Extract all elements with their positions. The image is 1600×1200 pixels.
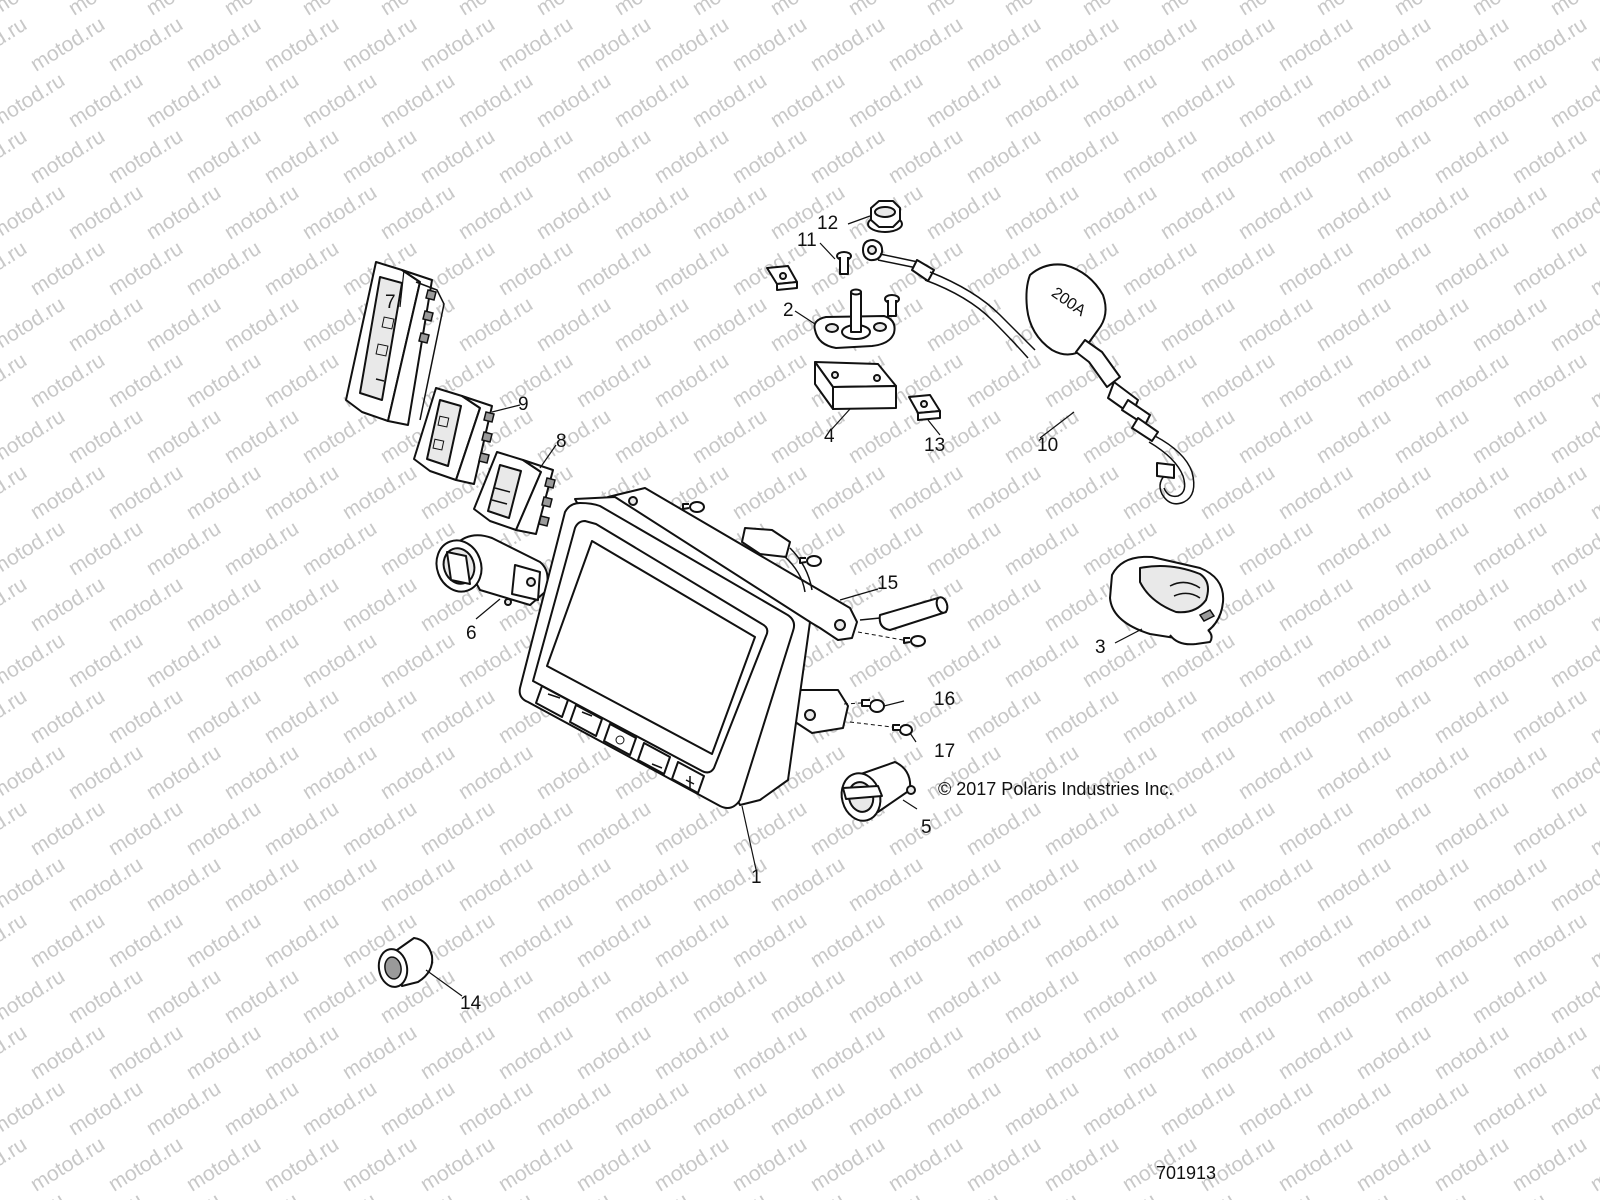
part-13-clip-nut[interactable] <box>908 394 941 421</box>
callout-17[interactable]: 17 <box>934 741 956 762</box>
copyright-notice: © 2017 Polaris Industries Inc. <box>938 779 1174 799</box>
callout-13[interactable]: 13 <box>924 435 946 456</box>
part-15-sensor[interactable] <box>859 596 949 631</box>
callout-7[interactable]: 7 <box>385 292 396 313</box>
part-11-screw[interactable] <box>836 251 852 275</box>
diagram-id: 701913 <box>1156 1163 1217 1183</box>
part-11-screw[interactable] <box>884 294 900 317</box>
part-10-fused-cable[interactable]: 200A <box>862 239 1195 505</box>
part-6-key-switch[interactable] <box>429 534 549 606</box>
part-14-plug[interactable] <box>376 937 434 989</box>
part-16-screw[interactable] <box>843 699 885 713</box>
callout-12[interactable]: 12 <box>817 213 839 234</box>
callout-5[interactable]: 5 <box>921 817 932 838</box>
callout-8[interactable]: 8 <box>556 431 567 452</box>
part-4-mounting-plate[interactable] <box>814 361 897 410</box>
callout-4[interactable]: 4 <box>824 426 835 447</box>
part-13-clip-nut[interactable] <box>766 265 798 291</box>
callout-1[interactable]: 1 <box>751 867 762 888</box>
callout-3[interactable]: 3 <box>1095 637 1106 658</box>
bracket-screw[interactable] <box>682 501 705 513</box>
part-1-display-cluster[interactable] <box>518 487 926 809</box>
callout-10[interactable]: 10 <box>1037 435 1059 456</box>
part-7-rocker-switch[interactable] <box>345 261 445 426</box>
part-5-power-outlet[interactable] <box>836 761 916 825</box>
bracket-screw[interactable] <box>903 635 926 647</box>
part-3-key-fob[interactable] <box>1109 555 1225 646</box>
callout-14[interactable]: 14 <box>460 993 482 1014</box>
part-9-rocker-switch[interactable] <box>413 387 495 485</box>
callout-2[interactable]: 2 <box>783 300 794 321</box>
callout-11[interactable]: 11 <box>797 230 817 251</box>
part-17-screw[interactable] <box>849 721 913 736</box>
callout-15[interactable]: 15 <box>877 573 899 594</box>
part-8-rocker-switch[interactable] <box>473 451 556 535</box>
part-2-terminal-stud[interactable] <box>813 288 896 349</box>
part-12-flange-nut[interactable] <box>867 200 903 233</box>
callout-16[interactable]: 16 <box>934 689 956 710</box>
leader-lines <box>399 215 1143 997</box>
callout-6[interactable]: 6 <box>466 623 477 644</box>
callout-9[interactable]: 9 <box>518 394 529 415</box>
bracket-screw[interactable] <box>799 555 822 567</box>
